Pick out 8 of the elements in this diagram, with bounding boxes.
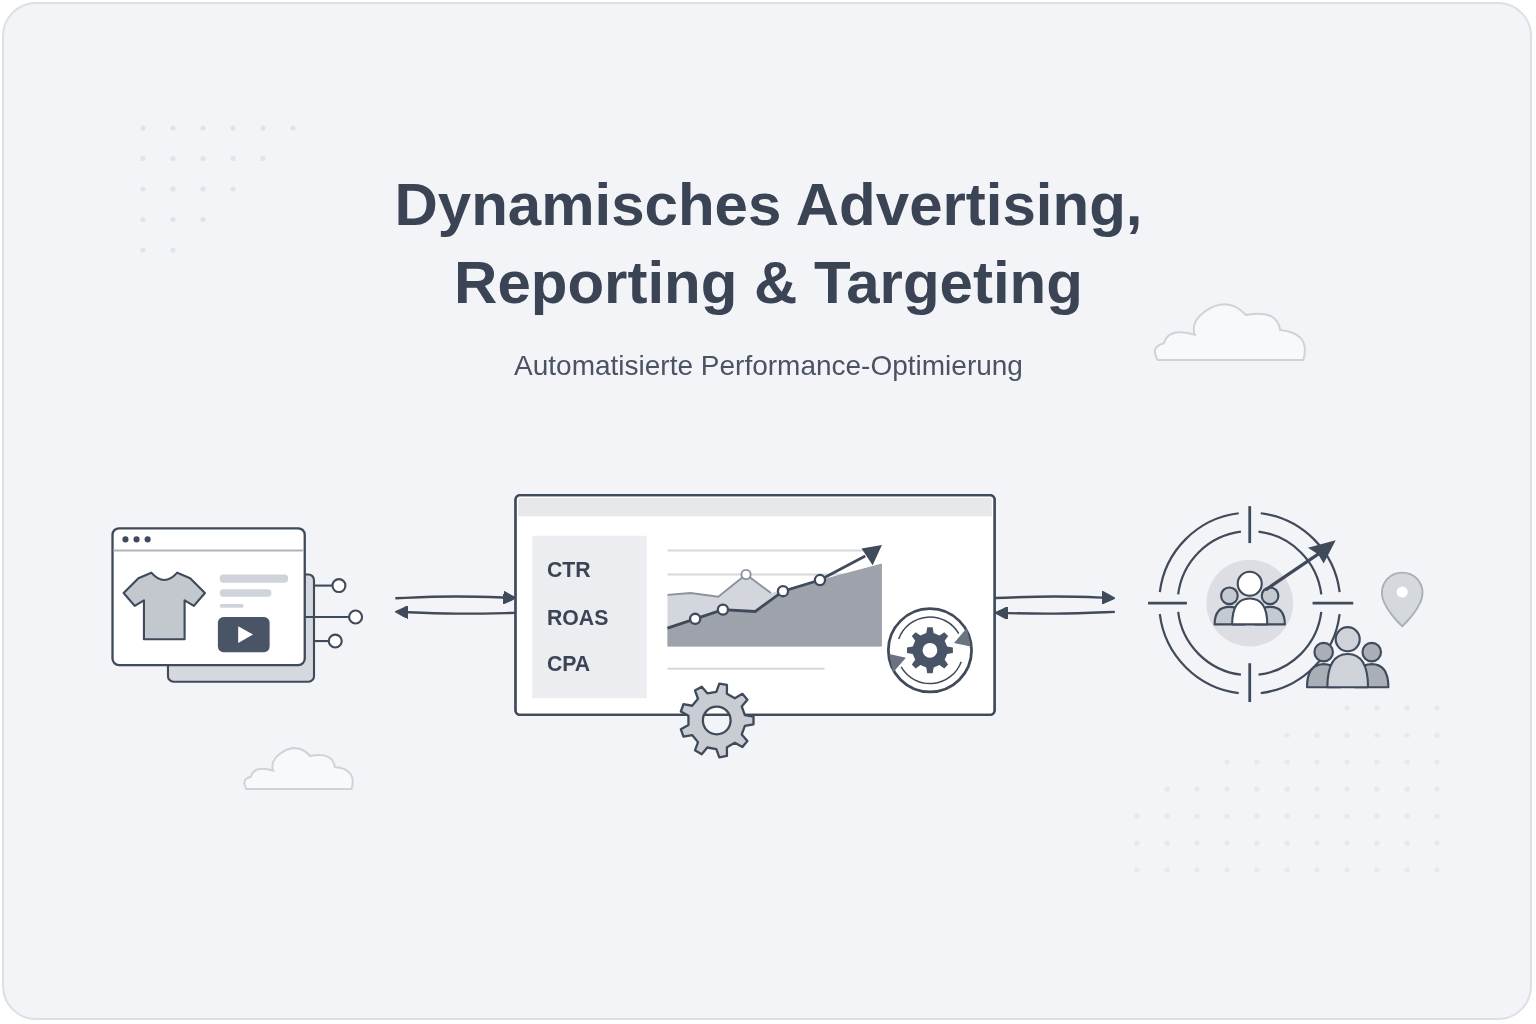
metric-label: CPA [546, 651, 591, 676]
metric-label: ROAS [546, 604, 609, 629]
arrow [994, 606, 1115, 621]
arrow [394, 605, 516, 620]
title: Dynamisches Advertising, Reporting & Targeting [393, 170, 1144, 318]
subtitle: Automatisierte Performance-Optimierung [513, 349, 1024, 383]
arrow [995, 590, 1116, 605]
metric-label: CTR [546, 557, 591, 582]
